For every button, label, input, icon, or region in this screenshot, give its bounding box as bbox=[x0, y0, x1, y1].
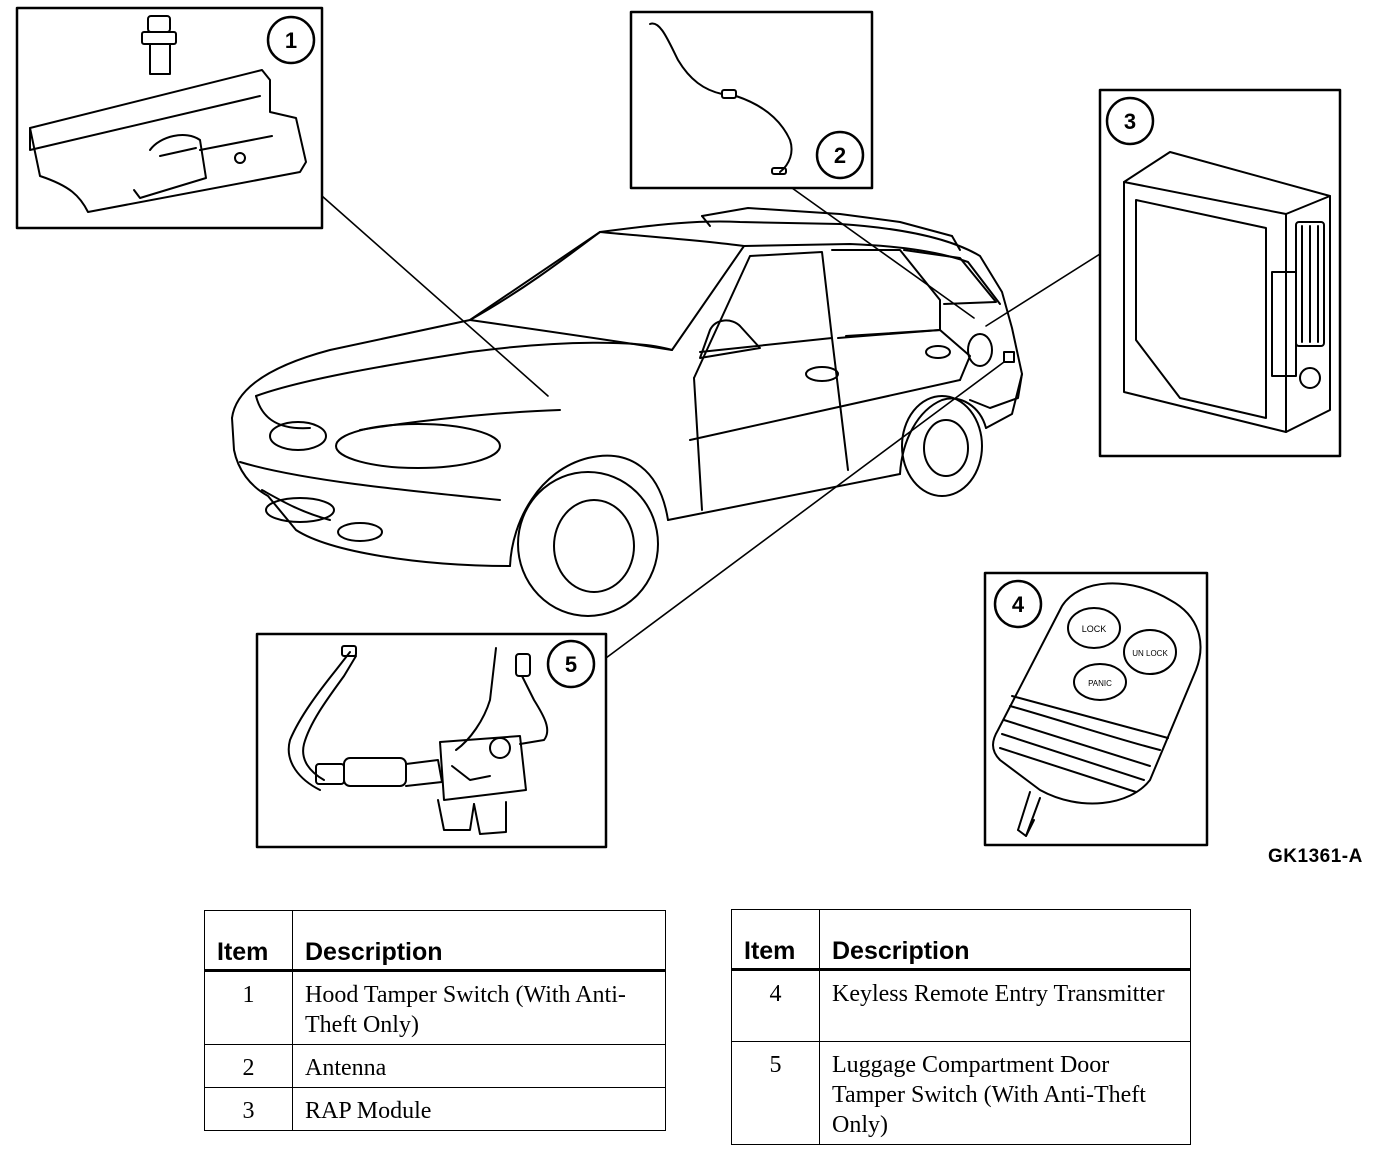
panic-button-label: PANIC bbox=[1088, 679, 1112, 688]
legend-row: 3 RAP Module bbox=[204, 1087, 666, 1131]
legend-item-description: Keyless Remote Entry Transmitter bbox=[819, 969, 1191, 1042]
legend-header-description: Description bbox=[819, 909, 1191, 971]
legend-table-left: Item Description 1 Hood Tamper Switch (W… bbox=[204, 910, 666, 1131]
leader-lines bbox=[321, 187, 1101, 659]
inset-luggage-tamper-switch: 5 bbox=[255, 632, 608, 849]
legend-table-right: Item Description 4 Keyless Remote Entry … bbox=[731, 909, 1191, 1145]
inset-antenna: 2 bbox=[629, 10, 874, 190]
inset-hood-tamper-switch: 1 bbox=[15, 6, 324, 230]
legend-row: 1 Hood Tamper Switch (With Anti-Theft On… bbox=[204, 970, 666, 1045]
legend-header-row: Item Description bbox=[204, 910, 666, 972]
callout-3: 3 bbox=[1124, 109, 1136, 134]
legend-header-item: Item bbox=[731, 909, 820, 971]
legend-item-description: RAP Module bbox=[292, 1087, 666, 1131]
legend-item-number: 2 bbox=[204, 1044, 293, 1088]
legend-header-description: Description bbox=[292, 910, 666, 972]
legend-item-number: 4 bbox=[731, 969, 820, 1042]
callout-2: 2 bbox=[834, 143, 846, 168]
legend-header-item: Item bbox=[204, 910, 293, 972]
legend-row: 5 Luggage Compartment Door Tamper Switch… bbox=[731, 1041, 1191, 1145]
vehicle-illustration bbox=[231, 207, 1023, 617]
legend-item-number: 3 bbox=[204, 1087, 293, 1131]
callout-5: 5 bbox=[565, 652, 577, 677]
legend-item-description: Luggage Compartment Door Tamper Switch (… bbox=[819, 1041, 1191, 1145]
inset-keyless-remote: 4 LOCK UN LOCK PANIC bbox=[983, 571, 1209, 847]
legend-item-number: 1 bbox=[204, 970, 293, 1045]
callout-4: 4 bbox=[1012, 592, 1025, 617]
callout-1: 1 bbox=[285, 28, 297, 53]
unlock-button-label: UN LOCK bbox=[1132, 649, 1168, 658]
legend-row: 4 Keyless Remote Entry Transmitter bbox=[731, 969, 1191, 1042]
inset-rap-module: 3 bbox=[1098, 88, 1342, 458]
legend-item-number: 5 bbox=[731, 1041, 820, 1145]
lock-button-label: LOCK bbox=[1082, 624, 1107, 634]
legend-item-description: Antenna bbox=[292, 1044, 666, 1088]
legend-row: 2 Antenna bbox=[204, 1044, 666, 1088]
figure-code: GK1361-A bbox=[1268, 846, 1363, 867]
legend-header-row: Item Description bbox=[731, 909, 1191, 971]
legend-item-description: Hood Tamper Switch (With Anti-Theft Only… bbox=[292, 970, 666, 1045]
